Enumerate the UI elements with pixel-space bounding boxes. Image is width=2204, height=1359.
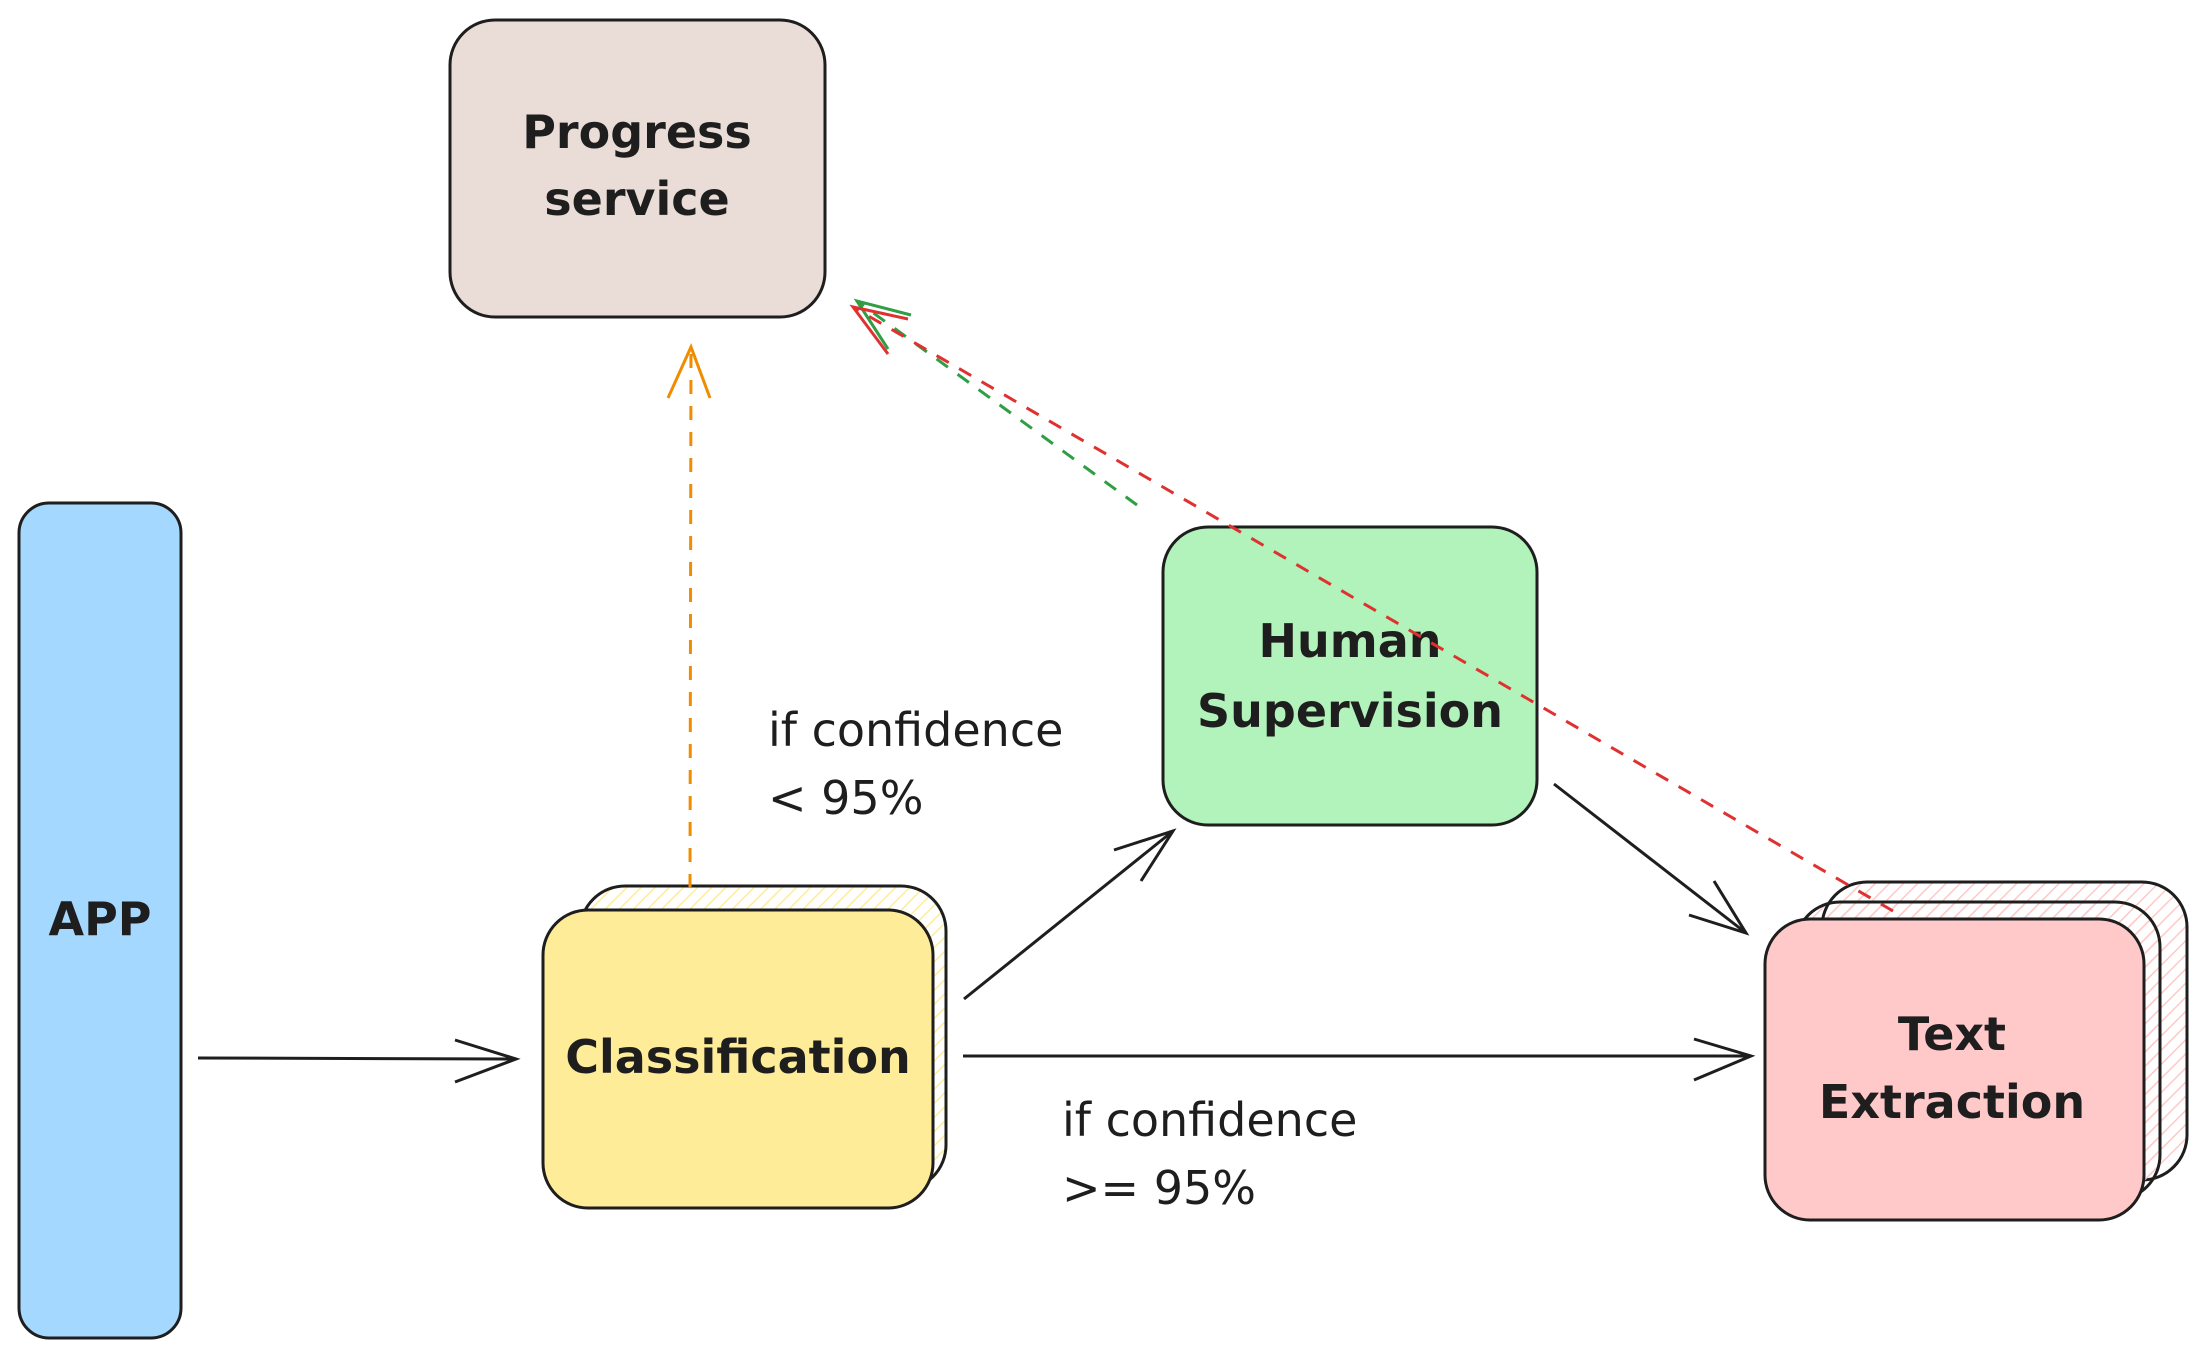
node-progress-service[interactable]: Progress service xyxy=(448,18,827,319)
human-supervision-label-line2: Supervision xyxy=(1197,684,1503,738)
edge-classification-to-human[interactable] xyxy=(963,828,1177,1001)
edge-classification-to-extraction[interactable] xyxy=(963,1037,1756,1082)
human-supervision-label-line1: Human xyxy=(1259,614,1442,668)
arrowhead-icon xyxy=(1113,828,1177,882)
arrowhead-icon xyxy=(666,343,712,399)
annotation-high-confidence: if confidence >= 95% xyxy=(1062,1093,1357,1215)
classification-box xyxy=(541,908,935,1210)
edge-extraction-to-progress[interactable] xyxy=(849,304,1894,913)
human-supervision-box xyxy=(1161,525,1539,827)
progress-service-box xyxy=(448,18,827,319)
edge-human-to-extraction[interactable] xyxy=(1553,782,1750,936)
high-confidence-line2: >= 95% xyxy=(1062,1161,1256,1215)
high-confidence-line1: if confidence xyxy=(1062,1093,1357,1147)
classification-label: Classification xyxy=(565,1030,911,1084)
text-extraction-label-line1: Text xyxy=(1898,1007,2006,1061)
edge-classification-to-progress[interactable] xyxy=(666,343,712,889)
progress-service-label-line1: Progress xyxy=(522,105,752,159)
edge-human-to-progress[interactable] xyxy=(853,298,1138,507)
text-extraction-label-line2: Extraction xyxy=(1819,1075,2085,1129)
edge-app-to-classification[interactable] xyxy=(197,1038,521,1084)
arrowhead-icon xyxy=(849,304,909,355)
low-confidence-line1: if confidence xyxy=(768,703,1063,757)
node-human-supervision[interactable]: Human Supervision xyxy=(1161,525,1539,827)
arrowhead-icon xyxy=(1693,1037,1756,1082)
node-text-extraction[interactable]: Text Extraction xyxy=(1763,880,2189,1222)
text-extraction-box xyxy=(1763,917,2146,1222)
node-app[interactable]: APP xyxy=(17,501,183,1340)
app-box xyxy=(17,501,183,1340)
arrowhead-icon xyxy=(853,298,912,350)
progress-service-label-line2: service xyxy=(544,172,729,226)
low-confidence-line2: < 95% xyxy=(768,771,923,825)
node-classification[interactable]: Classification xyxy=(541,884,948,1210)
app-label: APP xyxy=(48,892,151,946)
arrowhead-icon xyxy=(1688,880,1750,936)
arrowhead-icon xyxy=(454,1038,521,1084)
annotation-low-confidence: if confidence < 95% xyxy=(768,703,1063,825)
